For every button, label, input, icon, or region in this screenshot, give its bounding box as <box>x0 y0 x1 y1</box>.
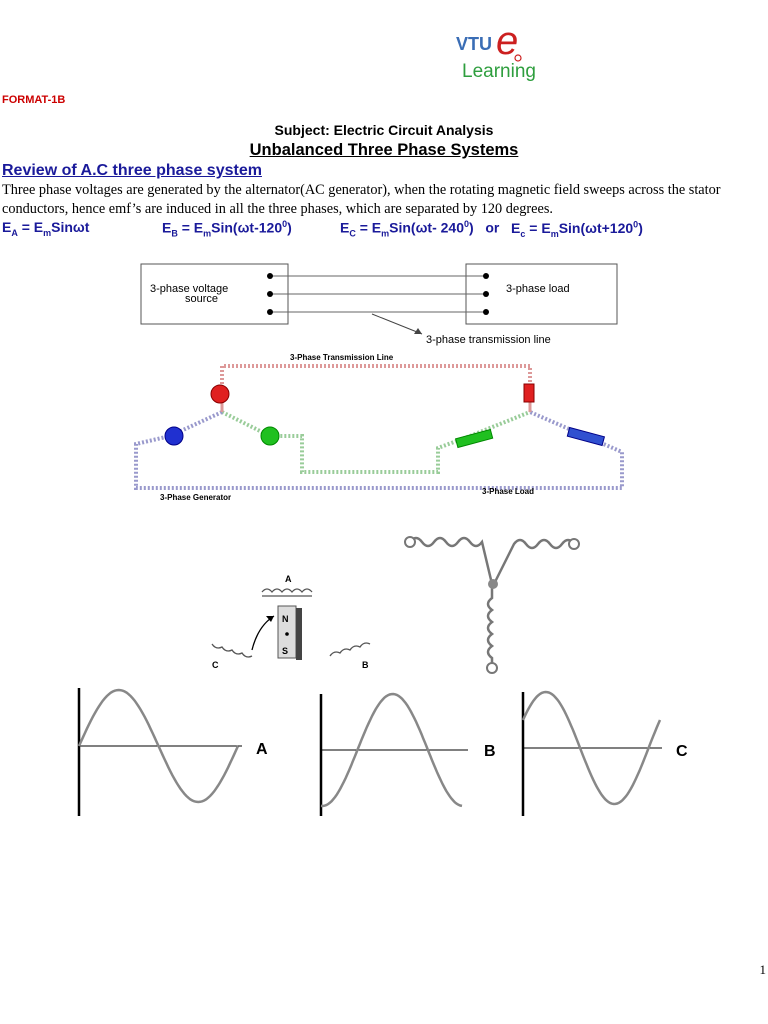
intro-paragraph: Three phase voltages are generated by th… <box>2 182 721 217</box>
page-title: Unbalanced Three Phase Systems <box>249 141 519 159</box>
neutral-point-icon <box>488 579 498 589</box>
logo-dot-icon <box>514 54 522 62</box>
waveform-b-label: B <box>484 743 496 760</box>
red-phase-source-icon <box>210 384 230 404</box>
coil-c-label: C <box>212 660 219 670</box>
star-winding-diagram <box>404 536 580 674</box>
vtu-e-learning-logo: VTU e Learning <box>456 20 536 82</box>
page-number: 1 <box>759 962 767 977</box>
logo-vtu-text: VTU <box>456 34 492 54</box>
equation-eb: EB = EmSin(ωt-1200) <box>162 219 292 239</box>
generator-label: 3-Phase Generator <box>160 493 231 502</box>
equation-ea: EA = EmSinωt <box>2 219 90 238</box>
waveform-b <box>320 692 463 808</box>
load-circuit-label: 3-Phase Load <box>482 487 534 496</box>
load-box <box>465 263 618 325</box>
blue-phase-load-icon <box>566 426 606 447</box>
source-label-2: source <box>185 293 218 305</box>
waveform-c-label: C <box>676 743 688 760</box>
source-box <box>140 263 289 325</box>
coil-b-label: B <box>362 660 369 670</box>
load-label: 3-phase load <box>506 283 570 295</box>
transmission-line-label: 3-phase transmission line <box>426 334 551 346</box>
rotation-arrow-icon <box>266 616 274 622</box>
equation-ec: EC = EmSin(ωt- 2400) or Ec = EmSin(ωt+12… <box>340 219 643 239</box>
logo-e-text: e <box>496 20 518 63</box>
magnet-north: N <box>282 614 289 624</box>
circuit-diagram: 3-Phase Transmission Line 3-Phase Genera… <box>134 353 624 502</box>
waveform-a-label: A <box>256 741 268 758</box>
source-label-1: 3-phase voltage <box>150 283 228 295</box>
subject-line: Subject: Electric Circuit Analysis <box>274 122 494 138</box>
red-phase-load-icon <box>523 383 535 403</box>
magnet-south: S <box>282 646 288 656</box>
section-heading: Review of A.C three phase system <box>2 162 262 179</box>
waveform-a <box>77 688 240 804</box>
green-phase-load-icon <box>454 428 494 449</box>
waveform-diagram: A B C <box>77 688 688 816</box>
rotating-magnet-diagram: A N S C B <box>211 574 371 670</box>
coil-a-label: A <box>285 574 292 584</box>
format-label: FORMAT-1B <box>2 94 66 106</box>
equation-ec-alt: Ec = EmSin(ωt+1200) <box>511 219 643 239</box>
blue-phase-source-icon <box>164 426 184 446</box>
block-diagram: 3-phase voltage source 3-phase load 3-ph… <box>140 263 618 346</box>
waveform-c <box>521 690 662 806</box>
green-phase-source-icon <box>260 426 280 446</box>
logo-learning-text: Learning <box>462 61 536 82</box>
circuit-top-label: 3-Phase Transmission Line <box>290 353 394 362</box>
